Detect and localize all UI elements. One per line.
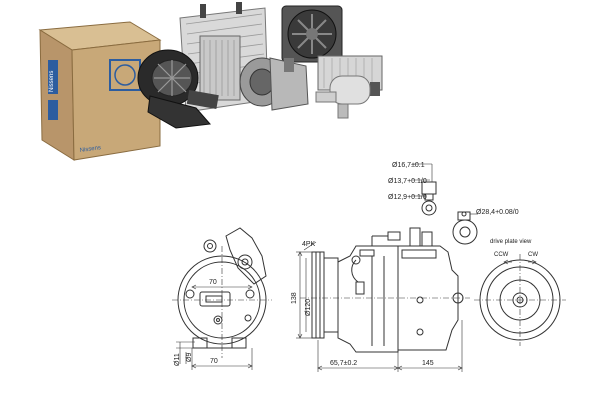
fitting-detail-a (412, 163, 437, 216)
fan-image (281, 5, 343, 63)
side-view (300, 227, 470, 353)
dim-pipe-c: Ø12,9+0.1/0 (388, 194, 427, 201)
dim-pulley-type: 4PK (302, 241, 316, 248)
dim-pipe-b: Ø13,7+0.1/0 (388, 178, 427, 185)
packaging-box-image: Nissens Nissens (38, 21, 162, 161)
side-view-dimensions (296, 241, 463, 372)
dim-height: 138 (291, 292, 298, 304)
dim-fitting: Ø28,4+0.08/0 (476, 209, 519, 216)
receiver-drier-image (315, 75, 371, 119)
dim-mount-a: Ø11 (174, 353, 181, 366)
drive-plate-title: drive plate view (490, 239, 532, 245)
box-brand-side: Nissens (49, 71, 55, 92)
dim-mount-b: Ø9 (186, 353, 193, 362)
dim-front-width-top: 70 (209, 279, 217, 286)
front-view-dimensions (176, 284, 253, 370)
compressor-image (239, 57, 309, 111)
front-view (172, 227, 272, 358)
blower-motor-image (137, 49, 219, 129)
drive-plate-view (474, 254, 566, 346)
box-brand-front: Nissens (79, 145, 101, 154)
product-collage: Nissens Nissens (38, 2, 383, 161)
dim-clutch-len: 65,7±0.2 (330, 360, 357, 367)
dim-front-width-bottom: 70 (210, 358, 218, 365)
evaporator-image (199, 35, 241, 101)
drive-plate-cw: CW (528, 252, 538, 258)
dim-pulley-dia: Ø120 (305, 299, 312, 316)
dim-body-len: 145 (422, 360, 434, 367)
dim-pipe-a: Ø16,7±0.1 (392, 162, 425, 169)
fitting-detail-b (452, 211, 478, 245)
drive-plate-ccw: CCW (494, 252, 509, 258)
